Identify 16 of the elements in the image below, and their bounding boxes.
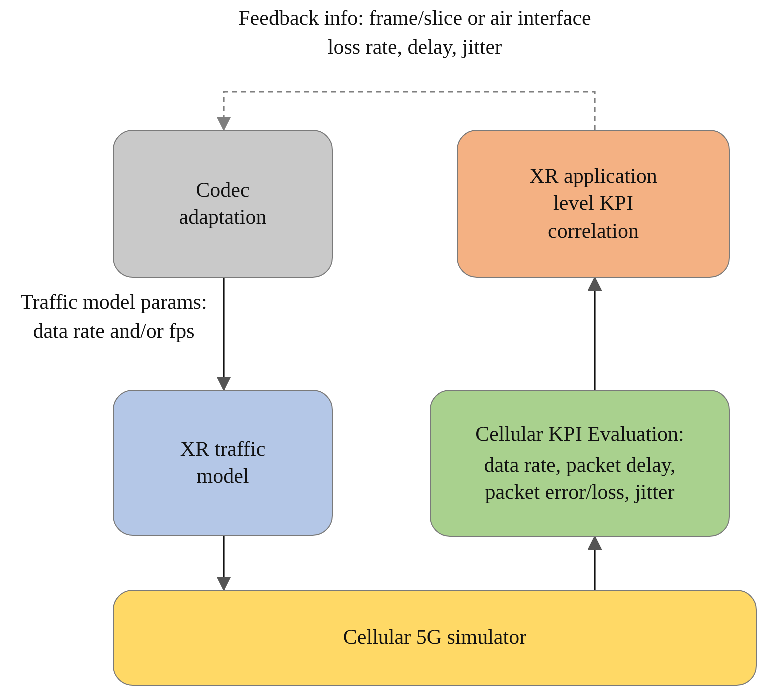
simulator-box — [113, 590, 757, 686]
process-box — [113, 390, 333, 536]
process-box — [457, 130, 730, 278]
arrow — [588, 276, 602, 390]
node-description: data rate, packet delay, packet error/loss, jitter — [483, 452, 677, 506]
process-box — [113, 130, 333, 278]
process-box — [430, 390, 730, 537]
arrow — [216, 536, 232, 592]
arrow — [588, 536, 602, 590]
arrow — [216, 278, 232, 392]
feedback-arrow — [216, 91, 596, 132]
node-label: XR traffic model — [179, 436, 267, 490]
node-label: XR application level KPI correlation — [528, 163, 658, 245]
node-label: Cellular 5G simulator — [343, 624, 527, 652]
node-label: Codec adaptation — [178, 176, 268, 231]
node-label: Cellular KPI Evaluation: — [476, 420, 684, 448]
